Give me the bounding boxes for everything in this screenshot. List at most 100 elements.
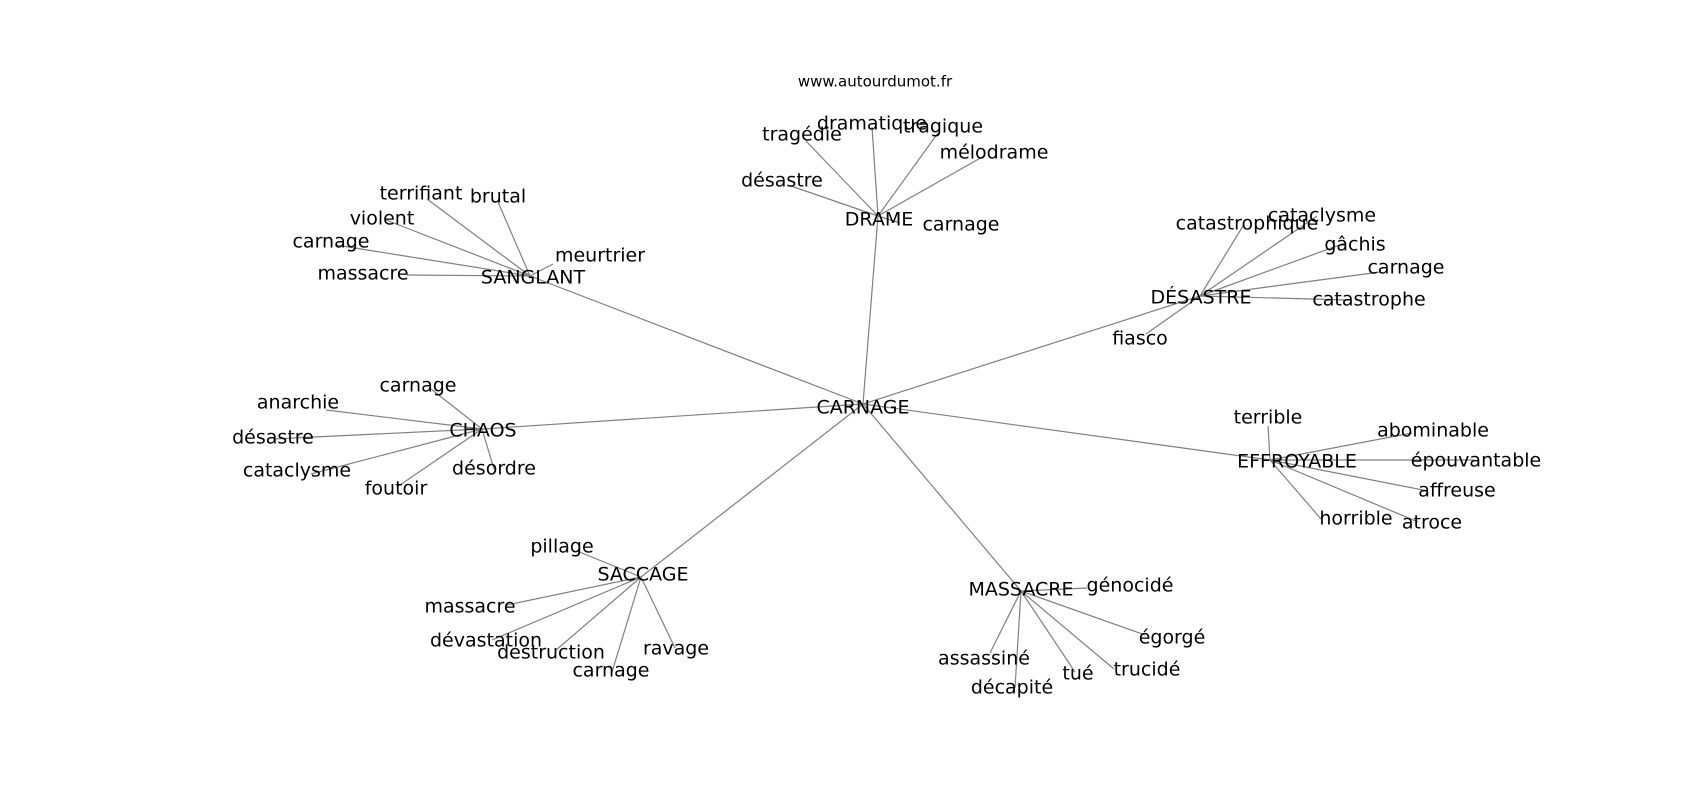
word-label-0-3[interactable]: carnage [292,231,369,253]
word-label-2-2[interactable]: gâchis [1324,234,1385,256]
edge-cluster-6-word-0 [1020,587,1088,592]
edge-cluster-2-word-1 [1199,215,1318,297]
word-label-4-0[interactable]: terrible [1234,407,1303,429]
word-label-4-2[interactable]: épouvantable [1411,450,1541,472]
edge-cluster-2-word-5 [1145,295,1201,335]
edge-cluster-0-word-2 [385,219,531,277]
word-label-6-3[interactable]: tué [1062,663,1093,685]
cluster-label-4[interactable]: EFFROYABLE [1237,451,1357,473]
cluster-label-2[interactable]: DÉSASTRE [1151,286,1252,309]
edge-cluster-6-word-5 [989,590,1022,654]
word-label-6-4[interactable]: décapité [971,677,1053,699]
word-label-1-1[interactable]: dramatique [817,113,927,135]
edge-center-to-3 [481,403,864,430]
word-label-4-5[interactable]: atroce [1402,512,1462,534]
cluster-label-1[interactable]: DRAME [845,209,913,231]
word-label-0-4[interactable]: massacre [317,263,408,285]
edge-cluster-6-word-3 [1020,590,1076,673]
edges-layer [272,126,1474,689]
word-label-2-4[interactable]: catastrophe [1312,289,1425,311]
word-label-1-3[interactable]: mélodrame [940,142,1049,164]
word-label-0-0[interactable]: terrifiant [380,183,463,205]
edge-cluster-6-word-1 [1020,590,1146,636]
edge-cluster-2-word-2 [1199,242,1346,297]
word-label-3-4[interactable]: foutoir [365,478,428,500]
word-label-2-1[interactable]: cataclysme [1268,205,1376,227]
edge-cluster-0-word-5 [529,263,554,277]
edge-cluster-0-word-1 [497,201,531,277]
edge-cluster-3-word-0 [430,388,483,430]
word-label-1-2[interactable]: tragique [903,116,983,138]
edge-cluster-6-word-2 [1020,590,1115,670]
edge-cluster-5-word-4 [611,576,642,673]
edge-center-to-0 [529,275,864,405]
word-label-5-4[interactable]: carnage [572,660,649,682]
edge-cluster-0-word-3 [335,244,531,277]
edge-cluster-3-word-2 [272,428,483,440]
word-label-4-4[interactable]: horrible [1319,508,1392,530]
edge-cluster-5-word-2 [491,576,642,641]
word-label-5-3[interactable]: destruction [497,642,605,664]
edge-center-to-4 [862,403,1271,461]
word-label-6-0[interactable]: génocidé [1087,575,1174,597]
edge-cluster-3-word-1 [325,409,483,430]
edge-cluster-5-word-3 [554,576,642,652]
word-label-3-1[interactable]: anarchie [257,392,339,414]
word-label-5-5[interactable]: ravage [643,638,709,660]
word-label-5-0[interactable]: pillage [530,536,593,558]
word-label-2-3[interactable]: carnage [1367,257,1444,279]
cluster-label-5[interactable]: SACCAGE [597,564,688,586]
word-label-3-3[interactable]: cataclysme [243,460,351,482]
word-label-0-1[interactable]: brutal [470,186,526,208]
edge-cluster-4-word-4 [1269,459,1322,520]
word-label-6-5[interactable]: assassiné [938,648,1030,670]
word-label-6-2[interactable]: trucidé [1114,659,1181,681]
center-word-label[interactable]: CARNAGE [816,397,909,419]
word-label-4-3[interactable]: affreuse [1418,480,1495,502]
word-label-1-0[interactable]: tragédie [762,124,842,146]
edge-center-to-1 [862,215,879,405]
edge-cluster-1-word-0 [805,140,879,217]
edge-cluster-4-word-0 [1267,425,1271,461]
cluster-label-3[interactable]: CHAOS [449,420,516,442]
edge-cluster-0-word-0 [426,198,531,277]
word-label-4-1[interactable]: abominable [1377,420,1489,442]
word-label-6-1[interactable]: égorgé [1139,627,1206,649]
word-label-0-2[interactable]: violent [350,208,415,230]
edge-cluster-0-word-4 [406,274,531,277]
word-label-2-0[interactable]: catastrophique [1176,213,1319,235]
edge-cluster-5-word-0 [576,550,642,578]
cluster-label-6[interactable]: MASSACRE [968,579,1073,601]
edge-cluster-2-word-3 [1199,271,1381,297]
edge-cluster-2-word-0 [1199,225,1244,297]
edge-cluster-3-word-4 [396,428,483,488]
edge-center-to-6 [862,403,1022,592]
word-label-5-2[interactable]: dévastation [430,630,542,652]
watermark-text: www.autourdumot.fr [798,73,953,91]
cluster-label-0[interactable]: SANGLANT [481,267,586,289]
word-label-1-4[interactable]: désastre [741,170,823,192]
word-label-0-5[interactable]: meurtrier [555,245,645,267]
edge-cluster-5-word-5 [640,576,676,649]
edge-cluster-4-word-5 [1269,459,1419,523]
edge-center-to-5 [640,403,864,578]
edge-center-to-2 [862,295,1201,405]
edge-cluster-1-word-3 [877,155,985,217]
word-label-5-1[interactable]: massacre [424,596,515,618]
edge-cluster-1-word-2 [877,132,939,217]
edge-cluster-1-word-4 [790,185,879,217]
edge-cluster-5-word-1 [506,576,642,606]
word-label-3-0[interactable]: carnage [379,375,456,397]
edge-cluster-2-word-4 [1199,295,1348,301]
word-label-3-5[interactable]: désordre [452,458,536,480]
edge-cluster-1-word-5 [877,215,901,224]
word-label-3-2[interactable]: désastre [232,427,314,449]
word-label-2-5[interactable]: fiasco [1112,328,1168,350]
edge-cluster-6-word-4 [1014,590,1022,689]
edge-cluster-3-word-3 [310,428,483,475]
edge-cluster-4-word-3 [1269,459,1429,492]
edge-cluster-1-word-1 [871,126,879,217]
word-label-1-5[interactable]: carnage [922,214,999,236]
